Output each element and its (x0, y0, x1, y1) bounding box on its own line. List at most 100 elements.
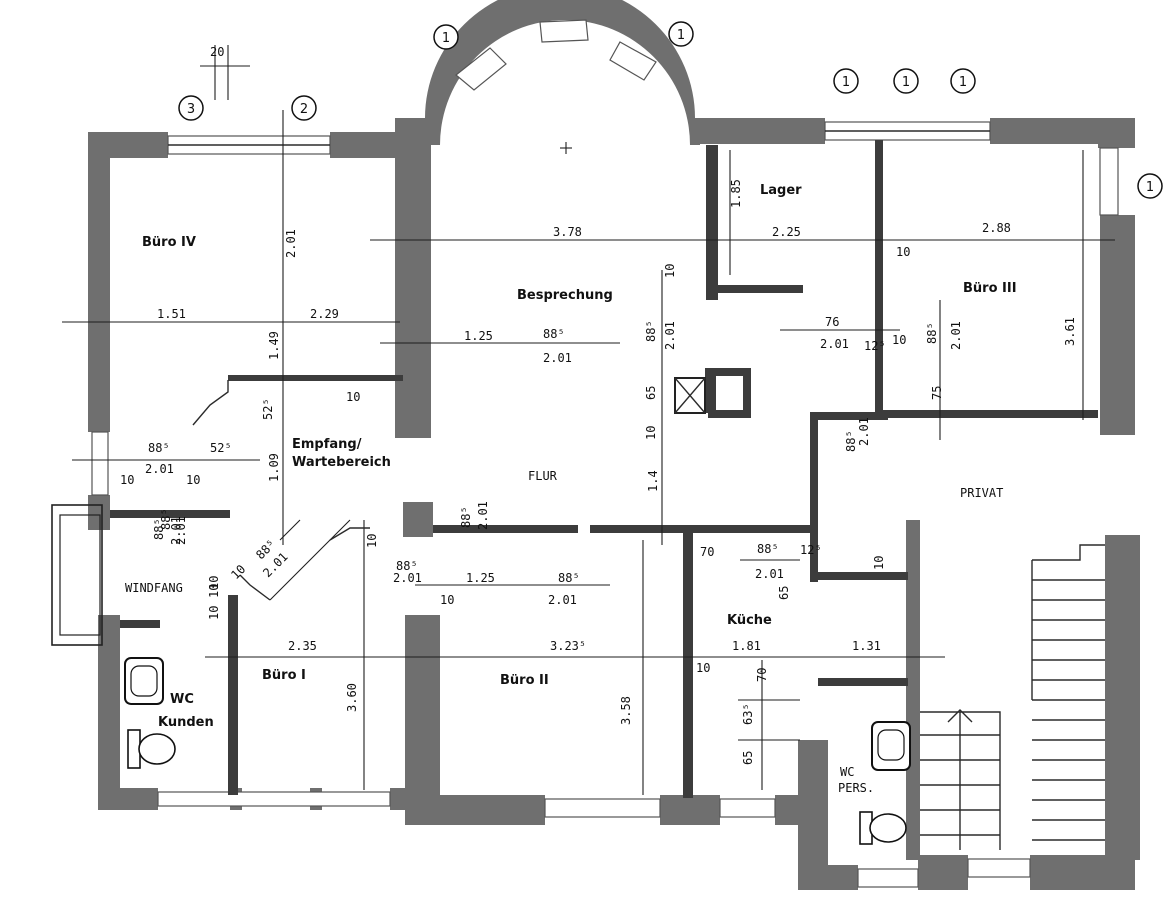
axis-marker: 1 (833, 68, 859, 94)
room-label-besprechung: Besprechung (517, 288, 613, 303)
dimension-label: 10 (872, 556, 886, 570)
svg-text:1: 1 (1146, 180, 1154, 195)
room-label-flur: FLUR (528, 469, 558, 483)
room-label-buero-i: Büro I (262, 668, 306, 683)
dimension-label: 2.01 (174, 516, 188, 545)
dimension-label: 1.31 (852, 639, 881, 653)
dimension-label: 2.01 (755, 567, 784, 581)
room-label-wc-kunden: WC (170, 692, 194, 707)
dimension-label: 2.01 (543, 351, 572, 365)
dimension-label: 88⁵ (459, 506, 473, 528)
dimension-label: 10 (207, 584, 221, 598)
dimension-label: 88⁵ (644, 320, 658, 342)
dimension-label: 88⁵ (757, 542, 779, 556)
dimension-label: 65 (741, 751, 755, 765)
dimension-label: 1.49 (267, 331, 281, 360)
dimension-label: 2.25 (772, 225, 801, 239)
dimension-label: 88⁵ (148, 441, 170, 455)
dimension-label: 65 (644, 386, 658, 400)
dimension-label: 10 (207, 606, 221, 620)
dimension-label: 10 (896, 245, 910, 259)
room-labels: Büro IV Lager Besprechung Büro III Empfa… (125, 183, 1017, 795)
dimension-label: 10 (696, 661, 710, 675)
dimension-label: 2.01 (476, 501, 490, 530)
room-label-wartebereich: Wartebereich (292, 455, 391, 470)
dimension-label: 75 (930, 386, 944, 400)
dimension-label: 2.01 (949, 321, 963, 350)
room-label-pers: PERS. (838, 781, 874, 795)
room-label-empfang: Empfang/ (292, 437, 362, 452)
dimension-label: 3.78 (553, 225, 582, 239)
dimension-label: 3.60 (345, 683, 359, 712)
dimension-label: 10 (644, 426, 658, 440)
dimension-label: 10 (365, 534, 379, 548)
svg-text:1: 1 (442, 31, 450, 46)
room-label-privat: PRIVAT (960, 486, 1003, 500)
axis-marker: 2 (291, 95, 317, 121)
dimension-label: 10 (228, 562, 248, 582)
dimension-label: 88⁵ (543, 327, 565, 341)
dimension-label: 65 (777, 586, 791, 600)
dimension-label: 88⁵ (925, 322, 939, 344)
dimension-label: 10 (186, 473, 200, 487)
dimension-label: 88⁵ (152, 518, 166, 540)
dimension-label: 12⁵ (864, 339, 886, 353)
room-label-wc-pers: WC (840, 765, 854, 779)
dimension-label: 63⁵ (741, 703, 755, 725)
axis-markers: 1 1 1 1 1 1 3 2 (178, 21, 1163, 199)
axis-marker: 1 (668, 21, 694, 47)
dimension-label: 88⁵ (396, 559, 418, 573)
dimension-label: 3.23⁵ (550, 639, 586, 653)
room-label-buero-iii: Büro III (963, 281, 1017, 296)
dimension-label: 10 (207, 576, 221, 590)
fixtures (51, 504, 911, 845)
dimension-label: 2.01 (857, 417, 871, 446)
dimension-lines (62, 45, 1115, 795)
svg-text:1: 1 (842, 75, 850, 90)
dimension-texts: 20 1.85 3.78 2.25 2.88 2.01 10 1.51 2.29… (120, 45, 1077, 765)
room-label-buero-ii: Büro II (500, 673, 549, 688)
windows (91, 19, 1119, 888)
dimension-label: 70 (700, 545, 714, 559)
dimension-label: 1.85 (729, 179, 743, 208)
svg-text:1: 1 (902, 75, 910, 90)
dimension-label: 10 (663, 264, 677, 278)
axis-marker: 1 (1137, 173, 1163, 199)
dimension-label: 52⁵ (210, 441, 232, 455)
dimension-label: 52⁵ (261, 398, 275, 420)
dimension-label: 3.61 (1063, 317, 1077, 346)
axis-marker: 1 (893, 68, 919, 94)
dimension-label: 88⁵ (844, 430, 858, 452)
axis-marker: 1 (433, 24, 459, 50)
dimension-label: 1.25 (466, 571, 495, 585)
dimension-label: 2.29 (310, 307, 339, 321)
dimension-label: 76 (825, 315, 839, 329)
dimension-label: 2.01 (548, 593, 577, 607)
dimension-label: 2.35 (288, 639, 317, 653)
interior-walls (110, 140, 1098, 798)
dimension-label: 3.58 (619, 696, 633, 725)
axis-marker: 3 (178, 95, 204, 121)
dimension-label: 2.88 (982, 221, 1011, 235)
dimension-label: 2.01 (393, 571, 422, 585)
room-label-kunden: Kunden (158, 715, 214, 730)
svg-text:1: 1 (959, 75, 967, 90)
dimension-label: 2.01 (145, 462, 174, 476)
dimension-label: 2.01 (663, 321, 677, 350)
dimension-label: 12⁵ (800, 543, 822, 557)
dimension-label: 2.01 (169, 516, 183, 545)
dimension-label: 1.09 (267, 453, 281, 482)
stairs (920, 544, 1105, 850)
svg-text:1: 1 (677, 28, 685, 43)
dimension-label: 2.01 (820, 337, 849, 351)
dimension-label: 88⁵ (159, 508, 173, 530)
dimension-label: 1.51 (157, 307, 186, 321)
room-label-windfang: WINDFANG (125, 581, 183, 595)
dimension-label: 10 (120, 473, 134, 487)
room-label-buero-iv: Büro IV (142, 235, 196, 250)
dimension-label: 20 (210, 45, 224, 59)
dimension-label: 1.4 (646, 470, 660, 492)
axis-marker: 1 (950, 68, 976, 94)
outer-walls (88, 0, 1140, 890)
